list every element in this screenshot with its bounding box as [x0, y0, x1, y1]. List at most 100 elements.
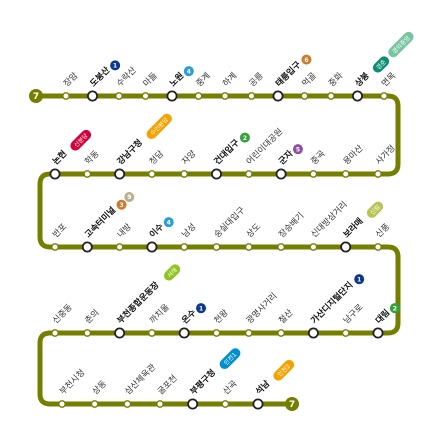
station-marker: [247, 92, 256, 100]
transfer-station-marker: [210, 168, 222, 180]
station[interactable]: 장승배기: [276, 210, 306, 251]
line-badge-number: 4: [187, 68, 191, 75]
transfer-station-marker: [351, 90, 363, 102]
terminal-badge-end[interactable]: 7: [285, 397, 299, 411]
station-name: 부평구청: [188, 367, 218, 397]
line-badge-number: 1: [199, 305, 203, 312]
station-name: 중곡: [309, 149, 327, 167]
station-marker: [374, 243, 382, 251]
station-marker: [58, 400, 66, 408]
station-name: 장승배기: [276, 210, 306, 240]
terminal-line-number: 7: [289, 400, 295, 410]
transfer-station-marker: [187, 398, 199, 410]
line-badge-number: 1: [113, 63, 117, 70]
transfer-station-marker: [49, 168, 61, 180]
station-name: 자양: [180, 148, 199, 167]
station-name: 노원: [167, 70, 186, 89]
station-marker: [62, 92, 70, 100]
station[interactable]: 부천시청: [57, 367, 87, 408]
transfer-station-marker: [275, 168, 287, 180]
station-marker: [309, 170, 318, 178]
transfer-line-badge: 4: [183, 66, 194, 77]
transfer-line-pill: 인천2: [273, 359, 295, 381]
station-name: 상도: [244, 221, 263, 240]
transfer-station-marker: [178, 327, 190, 339]
line-badge-number: 5: [296, 146, 300, 153]
transfer-station-marker: [114, 327, 126, 339]
station-marker: [180, 243, 189, 251]
station-marker: [147, 329, 156, 337]
station-name: 광명사거리: [244, 291, 279, 326]
transfer-station-marker: [252, 398, 264, 410]
line-badge-circle: [301, 54, 312, 65]
station-name: 면목: [379, 70, 398, 89]
line-pill-bg: [163, 264, 181, 281]
transfer-line-pill: 신림: [366, 201, 384, 218]
station-marker: [327, 92, 335, 100]
line-badge-number: 3: [119, 202, 123, 209]
line-badge-number: 9: [127, 194, 131, 201]
transfer-line-pill: 수인분당: [146, 113, 172, 140]
terminal-circle: [285, 397, 299, 411]
station[interactable]: 삼산체육관: [123, 362, 159, 408]
terminal-badge-start[interactable]: 7: [29, 89, 43, 103]
line-badge-circle: [124, 191, 135, 202]
line-badge-circle: [116, 199, 127, 210]
station-marker: [374, 170, 382, 178]
line-badge-number: 4: [167, 219, 171, 226]
station-marker: [277, 329, 285, 337]
station-marker: [244, 329, 253, 337]
line-pill-bg: [273, 359, 295, 381]
line-badge-number: 6: [304, 57, 308, 64]
station-name: 건대입구: [212, 137, 242, 167]
transfer-station-marker: [340, 241, 352, 253]
station-name: 도봉산: [88, 65, 112, 89]
station-marker: [51, 243, 59, 251]
line-badge-circle: [183, 66, 194, 77]
station[interactable]: 광명사거리: [244, 291, 280, 337]
station-name: 먹골: [300, 70, 319, 89]
line-badge-circle: [239, 132, 250, 143]
line-badge-circle: [389, 303, 400, 314]
transfer-station-marker: [81, 241, 93, 253]
transfer-line-pill: 경춘: [372, 56, 390, 73]
transfer-line-badge: 3: [116, 199, 127, 210]
transfer-station-marker: [307, 327, 319, 339]
transfer-line-badge: 6: [301, 54, 312, 65]
station-marker: [83, 329, 92, 337]
station-name: 철산: [276, 307, 295, 326]
line-badge-circle: [196, 303, 207, 314]
station[interactable]: 숭실대입구: [212, 205, 248, 251]
transfer-line-badge: 9: [124, 191, 135, 202]
station-marker: [380, 92, 388, 100]
transfer-station-marker: [146, 241, 158, 253]
transfer-line-badge: 1: [196, 303, 207, 314]
line-pill-bg: [388, 31, 414, 58]
transfer-line-badge: 2: [389, 303, 400, 314]
station-name: 까치울: [148, 302, 172, 326]
station-name: 하계: [220, 70, 239, 89]
station-marker: [244, 243, 253, 251]
station-marker: [115, 243, 124, 251]
station-marker: [51, 329, 59, 337]
line-badge-circle: [110, 60, 121, 71]
station-name: 이수: [147, 221, 166, 240]
line-pill-bg: [372, 56, 390, 73]
station-marker: [147, 170, 156, 178]
station-name: 산곡: [221, 378, 240, 397]
station-marker: [277, 243, 285, 251]
station-marker: [341, 329, 350, 337]
transfer-line-pill: 경의중앙: [388, 31, 414, 58]
station-name: 고속터미널: [83, 205, 119, 241]
station-name: 군자: [276, 148, 295, 167]
transfer-line-pill: 인천1: [219, 348, 241, 370]
station-name: 춘의: [83, 307, 102, 326]
line-badge-number: 2: [393, 305, 397, 312]
